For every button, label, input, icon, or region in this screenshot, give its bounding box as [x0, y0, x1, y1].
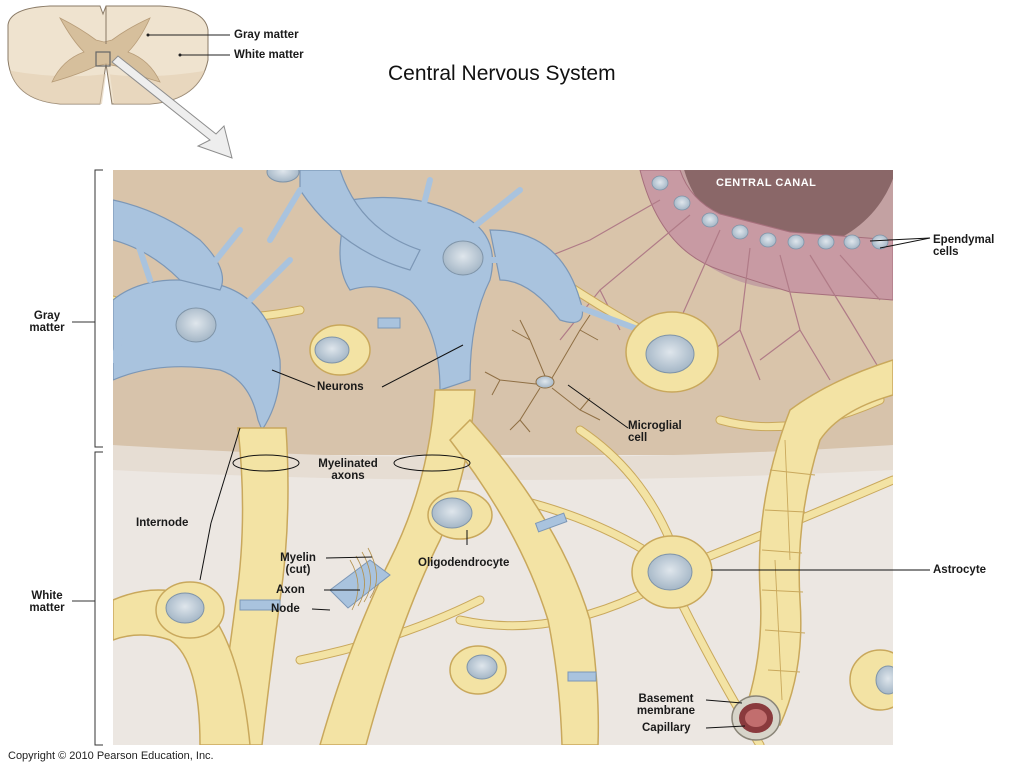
label-node: Node: [271, 603, 300, 615]
inset-label-white-matter: White matter: [234, 49, 304, 61]
label-internode: Internode: [136, 517, 189, 529]
capillary: [731, 359, 893, 741]
inset-zoom-box: [95, 51, 111, 67]
spinal-cord-cross-section: [7, 5, 233, 159]
central-canal-label: CENTRAL CANAL: [716, 177, 817, 189]
label-leader-lines: [199, 237, 931, 729]
copyright-notice: Copyright © 2010 Pearson Education, Inc.: [8, 750, 214, 762]
inset-gray-matter: [51, 17, 161, 83]
inset-label-gray-matter: Gray matter: [234, 29, 299, 41]
label-astrocyte: Astrocyte: [933, 564, 987, 576]
label-capillary: Capillary: [642, 722, 691, 734]
label-axon: Axon: [276, 584, 305, 596]
label-ependymal-cells: Ependymal cells: [933, 234, 995, 258]
slide-title: Central Nervous System: [388, 62, 616, 85]
zoom-arrow: [111, 55, 233, 159]
label-basement-membrane: Basement membrane: [636, 693, 696, 717]
label-myelinated-axons: Myelinated axons: [318, 458, 378, 482]
label-microglial-cell: Microglial cell: [628, 420, 682, 444]
histology-panel: [113, 170, 893, 745]
region-label-white-matter: White matter: [29, 590, 65, 614]
label-myelin-cut: Myelin (cut): [280, 552, 316, 576]
label-oligodendrocyte: Oligodendrocyte: [418, 557, 510, 569]
region-label-gray-matter: Gray matter: [29, 310, 65, 334]
region-brackets: [72, 169, 103, 746]
label-neurons: Neurons: [317, 381, 364, 393]
